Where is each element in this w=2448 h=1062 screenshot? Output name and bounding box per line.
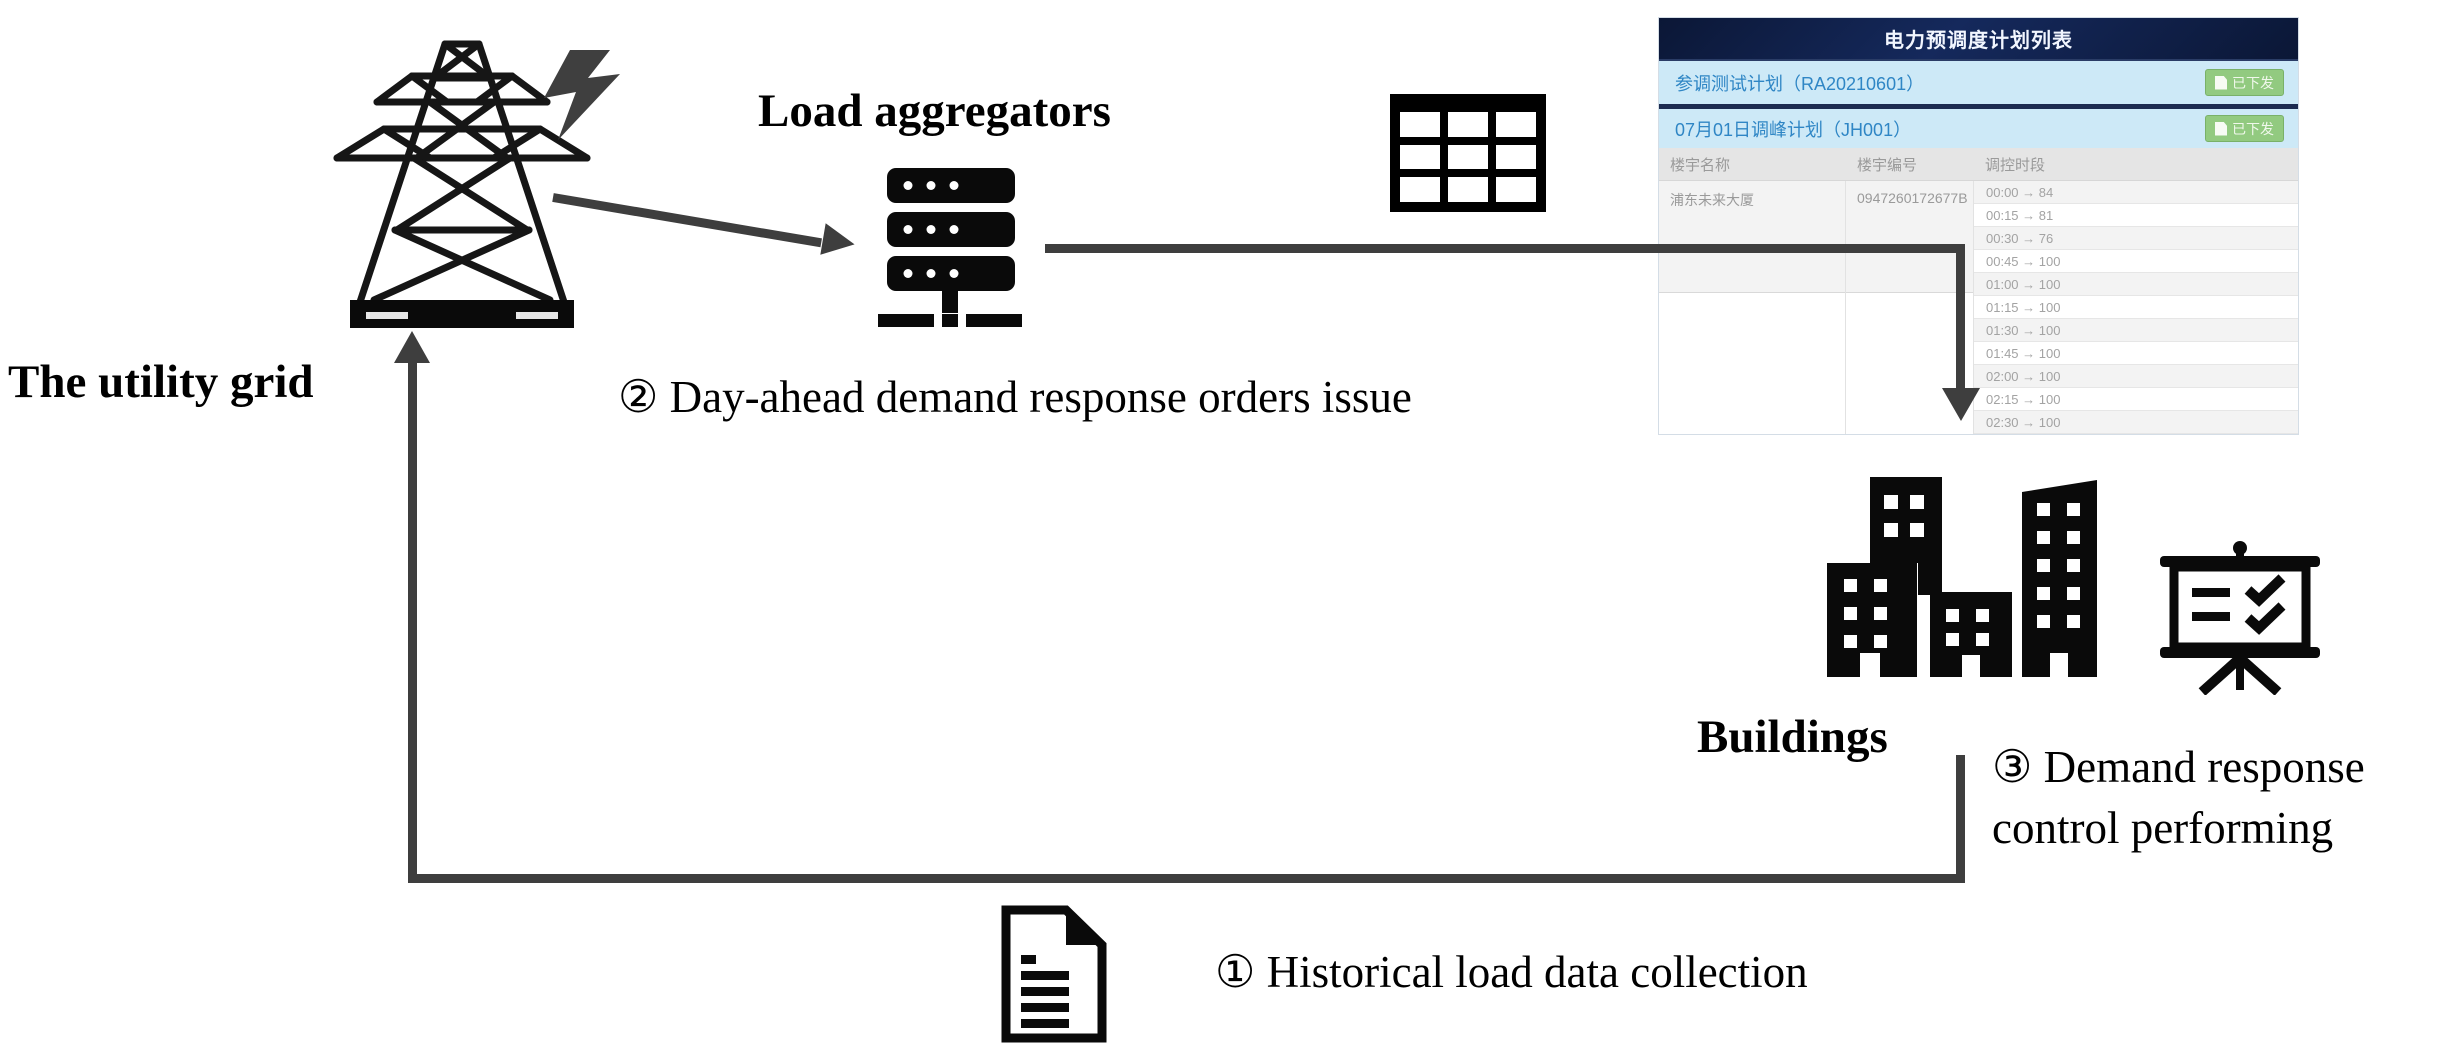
document-small-icon [2215, 75, 2227, 90]
wire-bottom-feedback [408, 874, 1965, 883]
document-icon [1001, 905, 1107, 1043]
col-building-id: 楼宇编号 [1857, 156, 1918, 174]
wire-buildings-down [1956, 755, 1965, 883]
screenshot-title-bar: 电力预调度计划列表 [1659, 18, 2298, 61]
plan-2-name: 07月01日调峰计划（JH001） [1675, 119, 1912, 140]
presentation-checklist-icon [2160, 541, 2320, 695]
load-aggregators-label: Load aggregators [758, 85, 1111, 137]
period-row: 01:30 → 100 [1974, 319, 2298, 342]
period-row: 00:45 → 100 [1974, 250, 2298, 273]
step1-caption: ① Historical load data collection [1215, 947, 1808, 997]
period-row: 00:00 → 84 [1974, 181, 2298, 204]
plan-row-2: 07月01日调峰计划（JH001） 已下发 [1659, 109, 2298, 148]
arrowhead-to-aggregator [820, 223, 858, 261]
period-row: 02:15 → 100 [1974, 388, 2298, 411]
buildings-label: Buildings [1697, 711, 1888, 763]
col-building-name: 楼宇名称 [1670, 156, 1731, 174]
plan-2-send-button[interactable]: 已下发 [2205, 115, 2284, 142]
buildings-icon [1827, 477, 2097, 677]
period-row: 00:30 → 76 [1974, 227, 2298, 250]
arrowhead-to-buildings [1942, 388, 1980, 421]
plan-2-button-label: 已下发 [2232, 120, 2274, 137]
table-grid-icon [1390, 94, 1546, 212]
lightning-bolt-icon [544, 50, 620, 140]
plan-separator [1659, 104, 2298, 109]
plan-1-name: 参调测试计划（RA20210601） [1675, 73, 1925, 94]
wire-aggregator-to-buildings-horizontal [1045, 244, 1965, 253]
period-row: 01:15 → 100 [1974, 296, 2298, 319]
document-small-icon [2215, 121, 2227, 136]
transmission-tower-icon [333, 40, 591, 328]
table-body: 浦东未来大厦 0947260172677B 00:00 → 84 00:15 →… [1659, 181, 2298, 434]
dispatch-plan-screenshot: 电力预调度计划列表 参调测试计划（RA20210601） 已下发 07月01日调… [1658, 17, 2299, 435]
period-column: 00:00 → 84 00:15 → 81 00:30 → 76 00:45 →… [1974, 181, 2298, 434]
plan-1-send-button[interactable]: 已下发 [2205, 69, 2284, 96]
step3-caption-line2: control performing [1992, 803, 2334, 853]
plan-row-1: 参调测试计划（RA20210601） 已下发 [1659, 61, 2298, 104]
col-control-period: 调控时段 [1985, 156, 2046, 174]
period-row: 01:00 → 100 [1974, 273, 2298, 296]
server-stack-icon [878, 168, 1022, 327]
table-header-row: 楼宇名称 楼宇编号 调控时段 [1659, 148, 2298, 181]
plan-1-button-label: 已下发 [2232, 74, 2274, 91]
period-row: 01:45 → 100 [1974, 342, 2298, 365]
building-id-cell: 0947260172677B [1846, 181, 1973, 293]
utility-grid-label: The utility grid [8, 356, 314, 408]
step3-caption-line1: ③ Demand response [1992, 742, 2365, 792]
building-name-cell: 浦东未来大厦 [1659, 181, 1845, 293]
step2-caption: ② Day-ahead demand response orders issue [618, 372, 1412, 422]
wire-aggregator-to-buildings-vertical [1956, 244, 1965, 390]
period-row: 00:15 → 81 [1974, 204, 2298, 227]
period-row: 02:30 → 100 [1974, 411, 2298, 434]
wire-up-to-grid [408, 360, 417, 883]
arrowhead-to-grid [394, 331, 430, 363]
period-row: 02:00 → 100 [1974, 365, 2298, 388]
